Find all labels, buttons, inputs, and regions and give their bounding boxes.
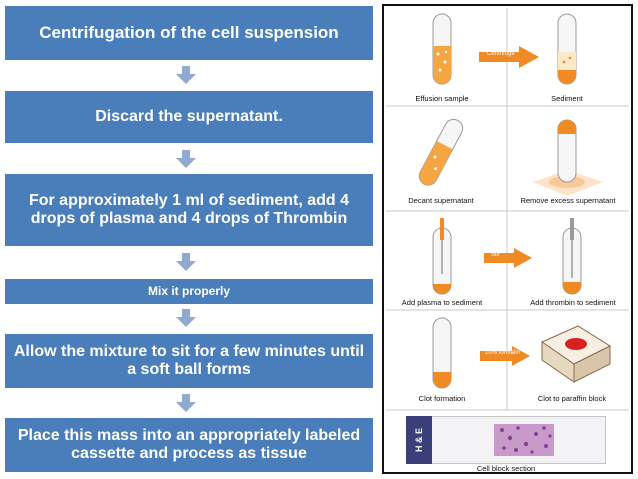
decant-tube-icon (418, 118, 464, 186)
stir-arrow-icon (484, 248, 532, 268)
caption-clot-formation: Clot formation (418, 394, 466, 403)
caption-sediment: Sediment (551, 94, 583, 103)
he-slide-icon (406, 416, 606, 464)
step-allow-sit: Allow the mixture to sit for a few minut… (5, 334, 373, 388)
caption-effusion-sample: Effusion sample (415, 94, 469, 103)
paraffin-block-icon (540, 325, 612, 383)
down-arrow-icon (176, 309, 196, 327)
cell-block-procedure-figure: Effusion sample Centrifuge Sediment Deca… (382, 4, 633, 474)
add-thrombin-tube-icon (562, 218, 582, 295)
step-label: Allow the mixture to sit for a few minut… (13, 342, 365, 378)
formalin-label: 10% formalin (485, 350, 521, 356)
step-label: Discard the supernatant. (95, 107, 283, 125)
step-label: Mix it properly (147, 283, 230, 298)
caption-add-plasma: Add plasma to sediment (401, 298, 483, 307)
step-add-plasma-thrombin: For approximately 1 ml of sediment, add … (5, 174, 373, 246)
step-place-cassette: Place this mass into an appropriately la… (5, 418, 373, 472)
down-arrow-icon (176, 150, 196, 168)
remove-excess-icon (533, 119, 603, 196)
step-centrifugation: Centrifugation of the cell suspension (5, 6, 373, 60)
centrifuge-label: Centrifuge (487, 51, 515, 57)
panel-grid (386, 8, 629, 411)
step-mix: Mix it properly (5, 279, 373, 304)
caption-add-thrombin: Add thrombin to sediment (530, 298, 616, 307)
stir-label: Stir (491, 252, 500, 258)
sediment-tube-icon (557, 13, 577, 85)
centrifuge-arrow-icon (479, 46, 539, 68)
caption-cell-block-section: Cell block section (476, 464, 536, 473)
caption-remove-excess: Remove excess supernatant (520, 196, 616, 205)
effusion-tube-icon (432, 13, 452, 85)
he-stain-label: H & E (414, 428, 424, 453)
down-arrow-icon (176, 253, 196, 271)
caption-clot-to-paraffin: Clot to paraffin block (537, 394, 607, 403)
down-arrow-icon (176, 66, 196, 84)
step-label: Centrifugation of the cell suspension (39, 23, 339, 43)
clot-tube-icon (432, 317, 452, 389)
step-label: For approximately 1 ml of sediment, add … (28, 191, 350, 227)
caption-decant-supernatant: Decant supernatant (408, 196, 474, 205)
add-plasma-tube-icon (432, 218, 452, 295)
down-arrow-icon (176, 394, 196, 412)
step-label: Place this mass into an appropriately la… (17, 426, 361, 462)
formalin-arrow-icon (480, 346, 530, 366)
step-discard: Discard the supernatant. (5, 91, 373, 143)
